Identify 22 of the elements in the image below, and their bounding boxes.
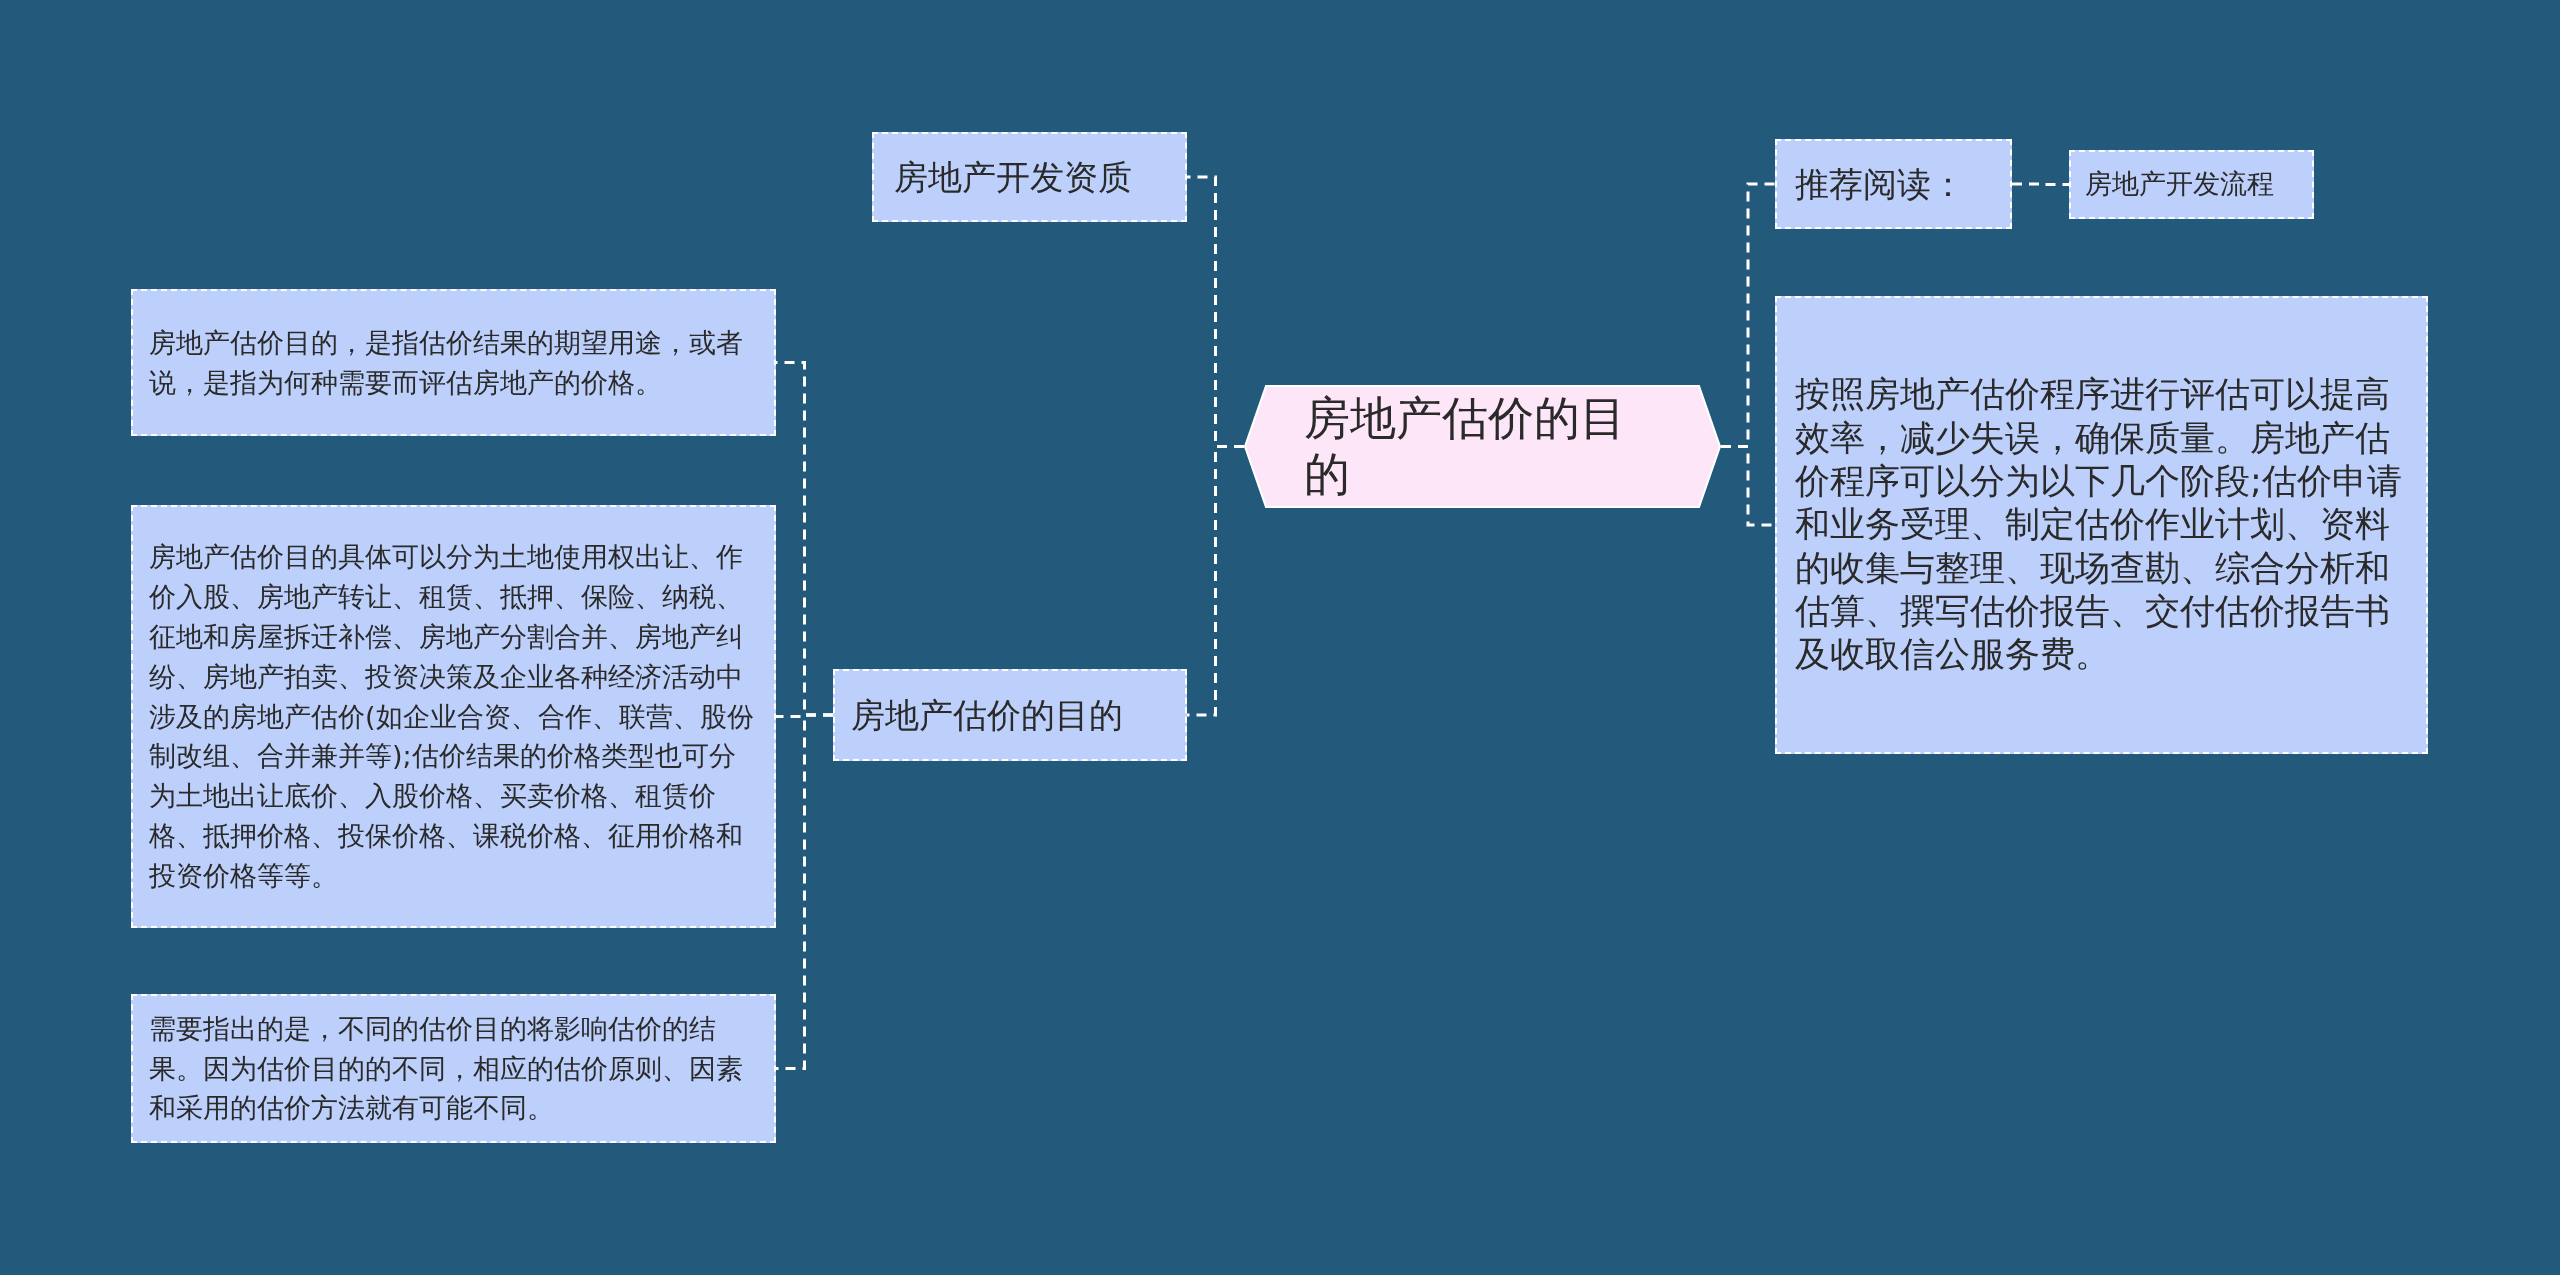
topic-text: 房地产开发资质 <box>894 156 1132 198</box>
topic-text: 房地产估价的目的 <box>1304 391 1627 502</box>
topic-text: 房地产估价的目的 <box>851 694 1123 736</box>
topic-box <box>131 505 776 928</box>
connector-line <box>776 713 833 1070</box>
connector-line <box>2012 182 2069 186</box>
central-topic-hexagon <box>1244 385 1721 508</box>
topic-text: 按照房地产估价程序进行评估可以提高效率，减少失误，确保质量。房地产估价程序可以分为以下几个阶段;估价申请和业务受理、制定估价作业计划、资料的收集与整理、现场查勘、综合分析和估算、撰写估价报告、交付估价报告书及收取信公服务费。 <box>1795 373 2403 677</box>
connector-line <box>1721 445 1775 527</box>
topic-text: 房地产估价目的，是指估价结果的期望用途，或者说，是指为何种需要而评估房地产的价格。 <box>149 325 744 400</box>
topic-box <box>2069 150 2314 219</box>
topic-box <box>131 289 776 436</box>
topic-text: 房地产估价目的具体可以分为土地使用权出让、作价入股、房地产转让、租赁、抵押、保险、纳税、征地和房屋拆迁补偿、房地产分割合并、房地产纠纷、房地产拍卖、投资决策及企业各种经济活动中涉及的房地产估价(如企业合资、合作、联营、股份制改组、合并兼并等);估价结果的价格类型也可分为土地出让底价、入股价格、买卖价格、租赁价格、抵押价格、投保价格、课税价格、征用价格和投资价格等等。 <box>149 539 755 894</box>
topic-box <box>1775 296 2428 754</box>
topic-text: 推荐阅读： <box>1795 163 1965 205</box>
topic-box <box>131 994 776 1143</box>
topic-text: 需要指出的是，不同的估价目的将影响估价的结果。因为估价目的的不同，相应的估价原则、因素和采用的估价方法就有可能不同。 <box>149 1011 744 1126</box>
topic-box <box>872 132 1187 222</box>
connector-line <box>1187 445 1244 717</box>
topic-box <box>1775 139 2012 229</box>
topic-box <box>833 669 1187 761</box>
topic-text: 房地产开发流程 <box>2085 168 2274 201</box>
